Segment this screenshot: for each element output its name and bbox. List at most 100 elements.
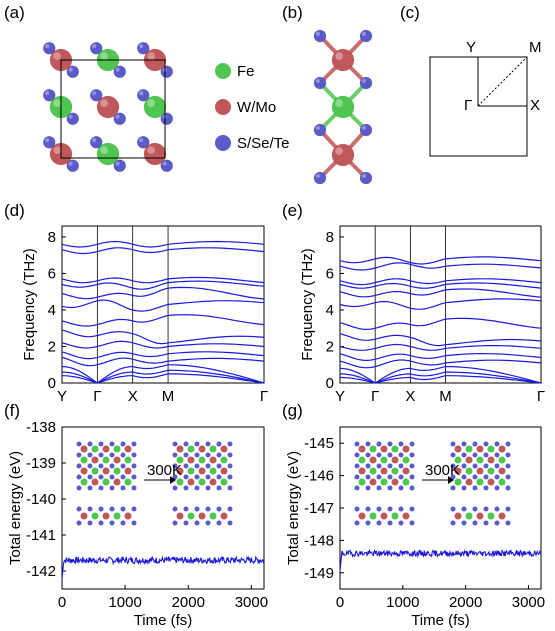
w-atom [96,95,120,119]
inset-chalcogen-atom [227,441,233,447]
phonon-band [339,278,542,286]
inset-chalcogen-atom [354,485,360,491]
inset-side-chalcogen [76,506,82,512]
phonon-band [61,280,265,290]
inset-side-chalcogen [109,506,115,512]
inset-chalcogen-atom [472,463,478,469]
panel-label-d: (d) [4,201,25,220]
inset-metal-atom [124,467,132,475]
inset-chalcogen-atom [87,441,93,447]
inset-metal-atom [380,456,388,464]
y-tick-label: 6 [48,265,56,282]
phonon-band [339,359,542,369]
inset-side-chalcogen [494,520,500,526]
inset-metal-atom [176,445,184,453]
inset-side-metal [465,512,473,520]
inset-metal-atom [80,445,88,453]
inset-side-chalcogen [398,520,404,526]
inset-metal-atom [487,456,495,464]
inset-chalcogen-atom [461,441,467,447]
inset-metal-atom [391,467,399,475]
inset-side-chalcogen [365,520,371,526]
inset-chalcogen-atom [194,463,200,469]
y-tick-label: -142 [26,563,56,580]
x-tick-label: 2000 [449,594,482,611]
inset-chalcogen-atom [205,485,211,491]
inset-metal-atom [369,456,377,464]
inset-chalcogen-atom [76,441,82,447]
inset-chalcogen-atom [131,441,137,447]
inset-chalcogen-atom [472,485,478,491]
legend-fe-label: Fe [237,63,255,80]
chalcogen-atom [42,88,56,102]
inset-chalcogen-atom [409,463,415,469]
inset-chalcogen-atom [227,485,233,491]
inset-metal-atom [369,445,377,453]
inset-chalcogen-atom [183,463,189,469]
phonon-band [61,329,265,345]
inset-metal-atom [187,467,195,475]
inset-chalcogen-atom [376,485,382,491]
chalcogen-atom-highlight [139,91,144,96]
chalcogen-atom-highlight [315,78,320,83]
legend-w-icon [215,99,231,115]
inset-chalcogen-atom [98,452,104,458]
chalcogen-atom-highlight [45,44,50,49]
inset-side-chalcogen [76,520,82,526]
x-axis-label: Time (fs) [134,612,193,629]
inset-metal-atom [91,467,99,475]
inset-side-metal [187,512,195,520]
inset-side-metal [391,512,399,520]
inset-metal-atom [358,478,366,486]
inset-metal-atom [187,445,195,453]
inset-metal-atom [402,456,410,464]
inset-chalcogen-atom [120,474,126,480]
chalcogen-atom-highlight [361,78,366,83]
inset-metal-atom [487,445,495,453]
inset-metal-atom [402,478,410,486]
inset-metal-atom [102,445,110,453]
inset-side-metal [80,512,88,520]
inset-side-metal [198,512,206,520]
chalcogen-atom [89,41,103,55]
chalcogen-atom [160,112,174,126]
inset-side-chalcogen [494,506,500,512]
y-axis-label: Total energy (eV) [7,451,24,565]
inset-chalcogen-atom [205,452,211,458]
inset-side-metal [91,512,99,520]
y-tick-label: -149 [304,565,334,582]
phonon-band [61,276,265,284]
chalcogen-atom [66,112,80,126]
inset-chalcogen-atom [472,441,478,447]
inset-chalcogen-atom [131,474,137,480]
inset-chalcogen-atom [450,441,456,447]
chalcogen-atom [359,76,373,90]
inset-metal-atom [198,456,206,464]
y-tick-label: 2 [48,338,56,355]
inset-metal-atom [402,445,410,453]
atom-legend: Fe W/Mo S/Se/Te [215,63,290,152]
chalcogen-atom-highlight [92,91,97,96]
bz-label-m: M [529,39,542,56]
inset-side-chalcogen [505,520,511,526]
arrow-label: 300K [425,462,460,479]
inset-metal-atom [198,478,206,486]
inset-chalcogen-atom [505,452,511,458]
phonon-band [61,340,265,349]
inset-chalcogen-atom [409,441,415,447]
x-tick-label: M [439,388,452,405]
energy-trace [61,555,265,581]
inset-metal-atom [113,467,121,475]
inset-chalcogen-atom [227,474,233,480]
inset-metal-atom [91,445,99,453]
inset-chalcogen-atom [120,441,126,447]
inset-side-chalcogen [365,506,371,512]
inset-metal-atom [391,456,399,464]
inset-side-chalcogen [216,506,222,512]
inset-chalcogen-atom [450,463,456,469]
inset-side-metal [369,512,377,520]
inset-chalcogen-atom [494,485,500,491]
inset-chalcogen-atom [354,463,360,469]
